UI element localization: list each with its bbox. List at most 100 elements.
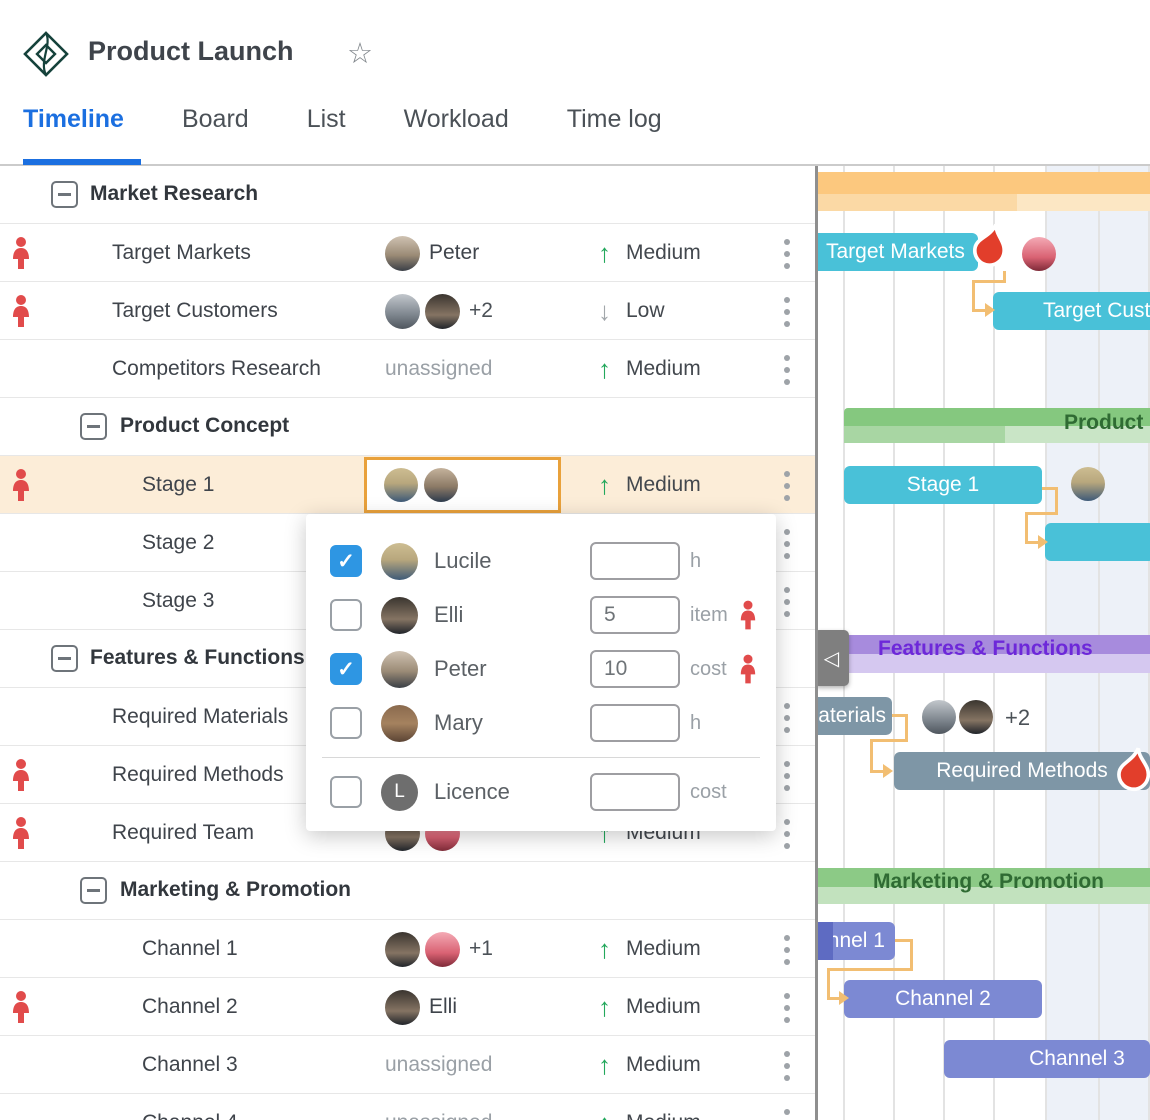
checkbox-unchecked[interactable] [330, 776, 362, 808]
gantt-summary-features-functions[interactable] [848, 635, 1150, 654]
popup-row-licence[interactable]: L Licence cost [306, 765, 776, 819]
priority-cell[interactable]: ↓ Low [598, 282, 665, 340]
connector-arrow-icon [1038, 535, 1048, 549]
more-assignees-badge: +2 [1005, 705, 1031, 730]
row-menu-icon[interactable] [784, 1051, 790, 1081]
tab-workload[interactable]: Workload [403, 105, 509, 133]
gantt-bar-target-markets[interactable]: Target Markets [818, 233, 978, 271]
gantt-bar-channel-1-progress [818, 922, 833, 960]
popup-divider [322, 757, 760, 758]
gantt-summary-market-research[interactable] [818, 172, 1150, 194]
pane-divider[interactable] [815, 166, 818, 1120]
gantt-summary-product-concept[interactable] [844, 408, 1150, 426]
gantt-bar-stage-2[interactable] [1045, 523, 1150, 561]
bar-label: Channel 2 [895, 987, 991, 1010]
priority-down-icon: ↓ [598, 295, 611, 326]
task-name: Stage 1 [142, 473, 215, 496]
popup-row-lucile[interactable]: ✓ Lucile h [306, 534, 776, 588]
priority-cell[interactable]: ↑ Medium [598, 456, 701, 514]
avatar-mary [381, 704, 418, 742]
gantt-bar-target-customers[interactable]: Target Customers [993, 292, 1150, 330]
gantt-bar-required-materials[interactable]: Required Materials [818, 697, 892, 735]
row-menu-icon[interactable] [784, 761, 790, 791]
assignee-cell[interactable]: unassigned [385, 340, 492, 398]
priority-cell[interactable]: ↑ Medium [598, 340, 701, 398]
task-row-stage-1[interactable]: Stage 1 ↑ Medium [0, 456, 815, 514]
priority-cell[interactable]: ↑ Medium [598, 1094, 701, 1120]
task-row-target-customers[interactable]: Target Customers +2 ↓ Low [0, 282, 815, 340]
row-menu-icon[interactable] [784, 471, 790, 501]
bar-label: Target Markets [826, 240, 965, 263]
row-menu-icon[interactable] [784, 819, 790, 849]
checkbox-unchecked[interactable] [330, 707, 362, 739]
row-menu-icon[interactable] [784, 297, 790, 327]
row-menu-icon[interactable] [784, 529, 790, 559]
cost-input[interactable] [590, 773, 680, 811]
assignee-flag-icon [11, 817, 31, 854]
task-name: Target Customers [112, 299, 278, 322]
gantt-summary-product-concept-rest [1005, 426, 1150, 443]
row-menu-icon[interactable] [784, 239, 790, 269]
popup-row-peter[interactable]: ✓ Peter cost [306, 642, 776, 696]
tab-board[interactable]: Board [181, 105, 249, 133]
priority-cell[interactable]: ↑ Medium [598, 920, 701, 978]
tab-timelog[interactable]: Time log [566, 105, 662, 133]
unit-label: h [690, 711, 702, 734]
row-menu-icon[interactable] [784, 1109, 790, 1120]
connector [1055, 487, 1058, 514]
assignee-cell[interactable]: +1 [385, 920, 493, 978]
popup-row-mary[interactable]: Mary h [306, 696, 776, 750]
row-menu-icon[interactable] [784, 355, 790, 385]
priority-cell[interactable]: ↑ Medium [598, 224, 701, 282]
gantt-bar-stage-1[interactable]: Stage 1 [844, 466, 1042, 504]
collapse-icon[interactable] [80, 413, 107, 440]
avatar-elli [425, 293, 460, 329]
connector [870, 770, 884, 773]
task-name: Required Methods [112, 763, 284, 786]
item-input[interactable] [590, 596, 680, 634]
assignee-edit-cell[interactable] [364, 457, 561, 513]
gantt-bar-channel-3[interactable]: Channel 3 [944, 1040, 1150, 1078]
gantt-bar-required-methods[interactable]: Required Methods [894, 752, 1150, 790]
row-menu-icon[interactable] [784, 993, 790, 1023]
task-row-channel-4[interactable]: Channel 4 unassigned ↑ Medium [0, 1094, 815, 1120]
unit-label: cost [690, 657, 727, 680]
avatar-elli [385, 931, 420, 967]
row-menu-icon[interactable] [784, 587, 790, 617]
collapse-gantt-button[interactable]: ◁ [818, 630, 849, 686]
assignee-cell[interactable]: +2 [385, 282, 493, 340]
priority-up-icon: ↑ [598, 1108, 611, 1120]
checkbox-checked[interactable]: ✓ [330, 653, 362, 685]
assignee-cell[interactable]: Peter [385, 224, 479, 282]
priority-cell[interactable]: ↑ Medium [598, 978, 701, 1036]
popup-row-elli[interactable]: Elli item [306, 588, 776, 642]
tab-timeline[interactable]: Timeline [23, 105, 124, 133]
row-menu-icon[interactable] [784, 703, 790, 733]
gantt-bar-channel-2[interactable]: Channel 2 [844, 980, 1042, 1018]
assignee-cell[interactable]: unassigned [385, 1036, 492, 1094]
collapse-icon[interactable] [51, 181, 78, 208]
priority-cell[interactable]: ↑ Medium [598, 1036, 701, 1094]
hours-input[interactable] [590, 704, 680, 742]
gantt-summary-marketing-promotion[interactable] [818, 868, 1150, 887]
connector [1025, 512, 1058, 515]
row-menu-icon[interactable] [784, 935, 790, 965]
checkbox-checked[interactable]: ✓ [330, 545, 362, 577]
collapse-icon[interactable] [51, 645, 78, 672]
tab-list[interactable]: List [306, 105, 346, 133]
hours-input[interactable] [590, 542, 680, 580]
assignee-cell[interactable]: unassigned [385, 1094, 492, 1120]
summary-label: Marketing & Promotion [873, 870, 1105, 893]
task-row-target-markets[interactable]: Target Markets Peter ↑ Medium [0, 224, 815, 282]
cost-input[interactable] [590, 650, 680, 688]
collapse-icon[interactable] [80, 877, 107, 904]
more-assignees-badge: +2 [469, 299, 493, 322]
task-row-channel-1[interactable]: Channel 1 +1 ↑ Medium [0, 920, 815, 978]
favorite-star-icon[interactable]: ☆ [347, 38, 373, 70]
task-row-competitors-research[interactable]: Competitors Research unassigned ↑ Medium [0, 340, 815, 398]
task-row-channel-3[interactable]: Channel 3 unassigned ↑ Medium [0, 1036, 815, 1094]
task-row-channel-2[interactable]: Channel 2 Elli ↑ Medium [0, 978, 815, 1036]
checkbox-unchecked[interactable] [330, 599, 362, 631]
gantt-summary-product-concept-progress [844, 426, 1005, 443]
assignee-cell[interactable]: Elli [385, 978, 457, 1036]
